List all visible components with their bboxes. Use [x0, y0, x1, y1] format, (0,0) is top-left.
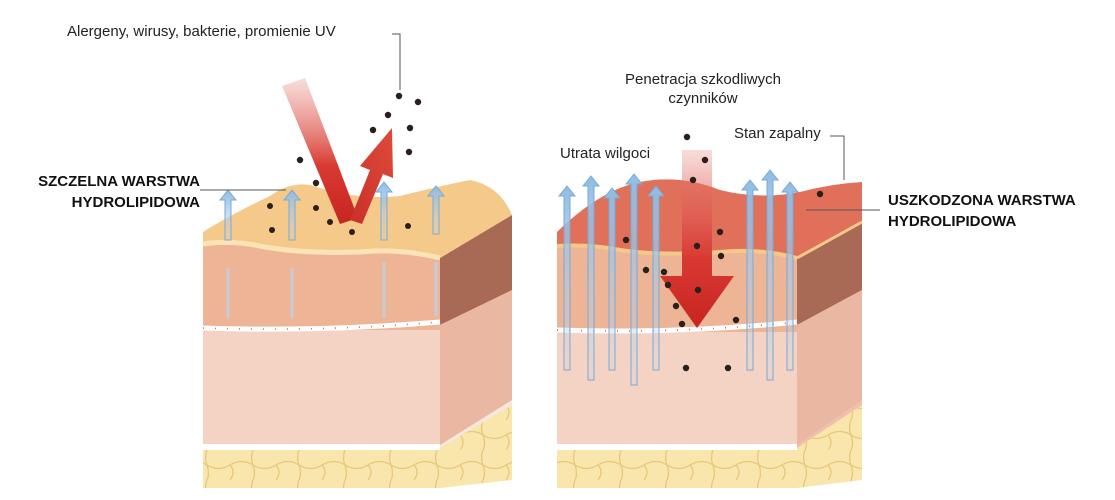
healthy-layer-label: SZCZELNA WARSTWA HYDROLIPIDOWA	[10, 171, 200, 213]
healthy-epidermis	[203, 240, 440, 330]
healthy-skin-block	[200, 33, 512, 488]
damaged-skin-block	[556, 133, 880, 488]
threats-label: Alergeny, wirusy, bakterie, promienie UV	[67, 23, 336, 40]
damaged-layer-label: USZKODZONA WARSTWA HYDROLIPIDOWA	[888, 190, 1076, 232]
damaged-fat	[557, 448, 797, 488]
inflammation-leader-line	[830, 135, 845, 180]
damaged-layer-label-line2: HYDROLIPIDOWA	[888, 213, 1017, 230]
penetration-label-line2: czynników	[668, 90, 738, 107]
healthy-particles	[267, 203, 411, 235]
healthy-moisture-arrows	[218, 181, 446, 241]
damaged-layer-label-line1: USZKODZONA WARSTWA	[888, 192, 1076, 209]
healthy-layer-label-line2: HYDROLIPIDOWA	[71, 194, 200, 211]
healthy-layer-label-line1: SZCZELNA WARSTWA	[38, 173, 200, 190]
moisture-loss-arrows	[557, 169, 800, 386]
moisture-loss-label: Utrata wilgoci	[560, 145, 651, 162]
penetration-arrow	[660, 150, 734, 328]
damaged-dermis	[557, 332, 797, 448]
inflammation-label: Stan zapalny	[734, 125, 821, 142]
healthy-fat	[203, 448, 440, 488]
healthy-dermis	[203, 330, 440, 448]
threat-particles	[296, 92, 422, 187]
reflected-threat-arrow	[350, 128, 393, 224]
penetration-label: Penetracja szkodliwych czynników	[598, 70, 808, 108]
penetration-label-line1: Penetracja szkodliwych	[625, 71, 781, 88]
penetrating-particles	[622, 133, 824, 372]
incoming-threat-arrow	[282, 78, 358, 224]
threats-leader-line	[392, 33, 401, 90]
